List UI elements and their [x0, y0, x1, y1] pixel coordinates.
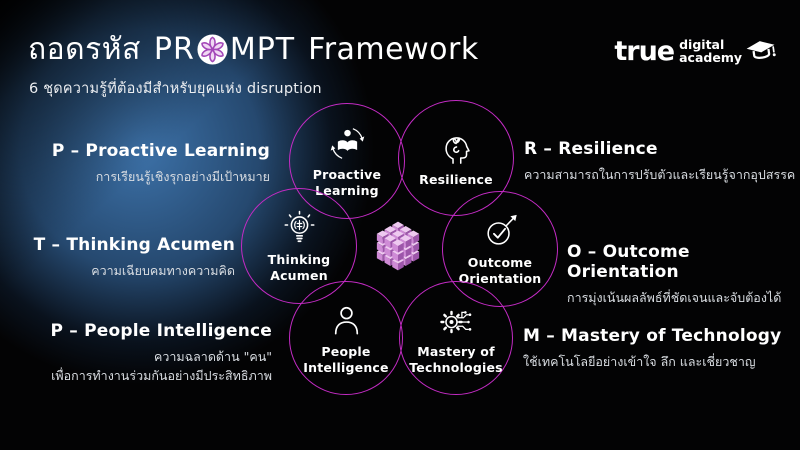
logo-brand: true	[614, 36, 675, 67]
logo-academy: academy	[679, 50, 742, 66]
item-heading: O – Outcome Orientation	[567, 242, 690, 282]
page-subtitle: 6 ชุดความรู้ที่ต้องมีสำหรับยุคแห่ง disru…	[29, 81, 322, 97]
circle-people-intelligence: People Intelligence	[289, 281, 403, 395]
label-proactive-learning: P – Proactive Learning การเรียนรู้เชิงรุ…	[52, 141, 270, 187]
circle-label: People Intelligence	[303, 343, 389, 375]
circle-outcome-orientation: Outcome Orientation	[442, 191, 558, 307]
logo-digital: digital	[679, 37, 725, 52]
circle-label: Thinking Acumen	[267, 251, 331, 283]
circle-thinking-acumen: Thinking Acumen	[241, 188, 357, 304]
item-desc: ความเฉียบคมทางความคิด	[91, 263, 235, 278]
graduation-cap-icon	[746, 41, 776, 59]
circle-label: Resilience	[419, 171, 493, 187]
item-desc: การเรียนรู้เชิงรุกอย่างมีเป้าหมาย	[95, 169, 270, 184]
item-desc: การมุ่งเน้นผลลัพธ์ที่ชัดเจนและจับต้องได้	[567, 290, 782, 305]
true-digital-academy-logo: true digital academy	[614, 36, 776, 65]
circle-label: Mastery of Technologies	[409, 343, 503, 375]
circle-proactive-learning: Proactive Learning	[289, 103, 405, 219]
label-thinking-acumen: T – Thinking Acumen ความเฉียบคมทางความคิ…	[34, 235, 235, 281]
bulb-brain-icon	[283, 210, 315, 242]
item-heading: P – Proactive Learning	[51, 141, 270, 161]
title-thai: ถอดรหัส	[28, 32, 141, 67]
flower-o-icon	[197, 34, 228, 65]
label-resilience: R – Resilience ความสามารถในการปรับตัวและ…	[524, 139, 795, 185]
circle-mastery-of-technologies: Mastery of Technologies	[399, 281, 513, 395]
resilient-mind-icon	[444, 137, 470, 164]
infographic-stage: ถอดรหัส PR MPT Framework 6 ชุดความรู้ที่…	[28, 26, 800, 395]
title-prompt-word: PR MPT	[153, 32, 296, 67]
page-title: ถอดรหัส PR MPT Framework	[28, 26, 479, 73]
gear-circuit-icon	[439, 310, 471, 334]
target-check-icon	[486, 214, 517, 245]
item-heading: P – People Intelligence	[50, 321, 272, 341]
label-outcome-orientation: O – Outcome Orientation การมุ่งเน้นผลลัพ…	[567, 242, 800, 308]
label-mastery-of-technology: M – Mastery of Technology ใช้เทคโนโลยีอย…	[523, 326, 781, 372]
item-heading: R – Resilience	[524, 139, 658, 159]
title-framework: Framework	[308, 32, 479, 67]
voxel-cube-graphic	[370, 217, 426, 275]
voxel-cube-svg	[376, 221, 420, 271]
item-desc: ความสามารถในการปรับตัวและเรียนรู้จากอุปส…	[524, 167, 796, 182]
logo-sub: digital academy	[679, 38, 742, 64]
reader-sync-icon	[330, 127, 364, 159]
item-heading: T – Thinking Acumen	[33, 235, 235, 255]
item-heading: M – Mastery of Technology	[523, 326, 782, 346]
label-people-intelligence: P – People Intelligence ความฉลาดด้าน "คน…	[51, 321, 272, 386]
circle-label: Outcome Orientation	[458, 254, 542, 286]
person-icon	[334, 306, 358, 335]
circle-label: Proactive Learning	[312, 166, 382, 198]
item-desc: ความฉลาดด้าน "คน" เพื่อการทำงานร่วมกันอย…	[51, 349, 272, 383]
item-desc: ใช้เทคโนโลยีอย่างเข้าใจ ลึก และเชี่ยวชาญ	[523, 354, 756, 369]
